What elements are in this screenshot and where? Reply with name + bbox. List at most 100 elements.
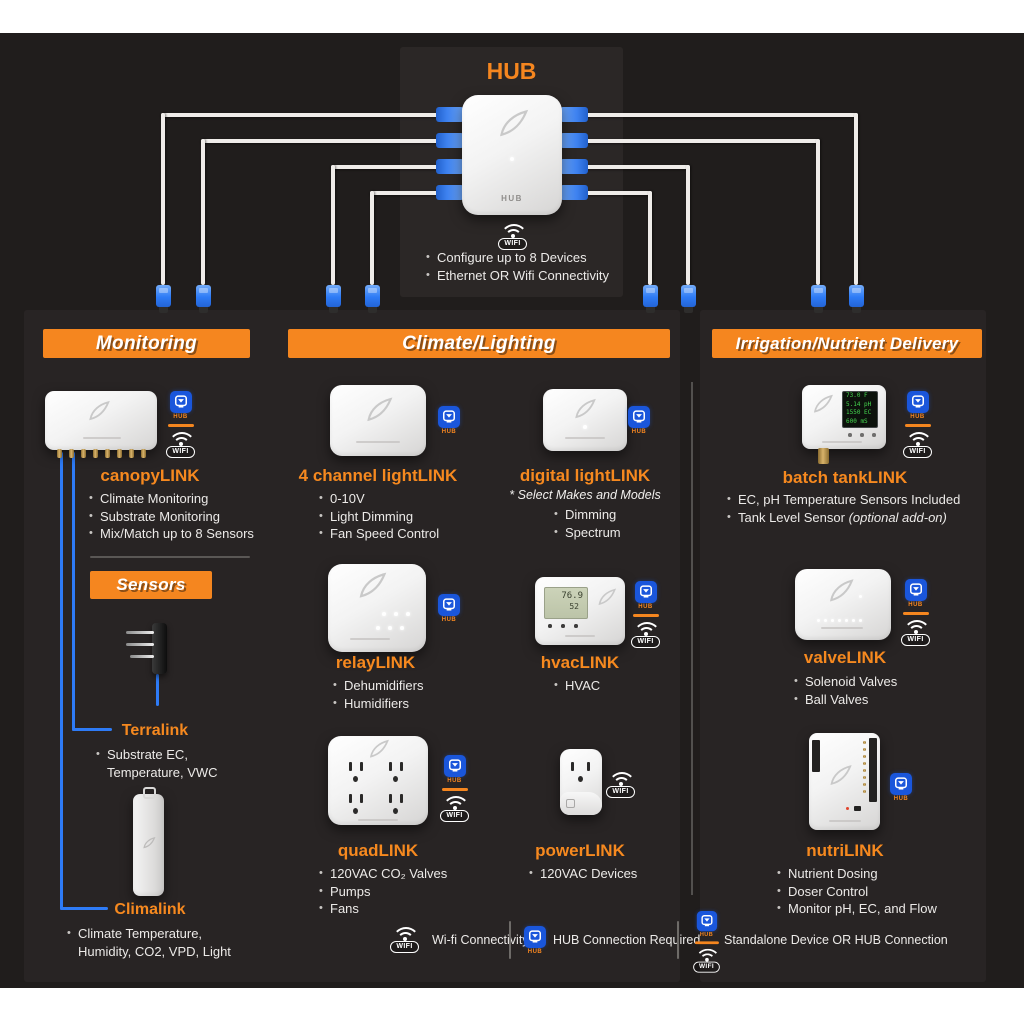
terralink-name: Terralink xyxy=(121,722,189,739)
leaf-logo xyxy=(598,588,617,606)
climalink-name: Climalink xyxy=(114,901,186,918)
bullet: Humidifiers xyxy=(332,695,423,713)
bullet: Climate Monitoring xyxy=(88,490,254,508)
ethernet-connector xyxy=(156,285,171,313)
screen-humidity: 52 xyxy=(569,602,579,611)
wifi-icon xyxy=(902,619,931,634)
lightlink4-bullets: 0-10V Light Dimming Fan Speed Control xyxy=(318,490,439,543)
legend-hub-icon: HUB xyxy=(524,926,546,955)
hvaclink-name: hvacLINK xyxy=(540,653,620,672)
hub-port xyxy=(436,133,464,148)
hub-badge: HUB xyxy=(438,594,460,623)
ethernet-connector xyxy=(681,285,696,313)
bullet: Monitor pH, EC, and Flow xyxy=(776,900,937,918)
batchtanklink-device: 73.0 F 5.14 pH 1550 EC 600 mS xyxy=(802,385,886,464)
hub-icon-label: HUB xyxy=(638,604,653,610)
hub-or-wifi-badge: HUB WIFI xyxy=(166,391,196,458)
bullet-text: Tank Level Sensor xyxy=(738,509,845,525)
digitallightlink-name: digital lightLINK xyxy=(519,466,651,485)
cable xyxy=(370,191,374,285)
cable xyxy=(816,139,820,285)
bullet: EC, pH Temperature Sensors Included xyxy=(726,491,960,509)
bullet: Dehumidifiers xyxy=(332,677,423,695)
bullet: Mix/Match up to 8 Sensors xyxy=(88,525,254,543)
hub-port xyxy=(560,159,588,174)
ethernet-connector xyxy=(643,285,658,313)
banner-irrigation: Irrigation/Nutrient Delivery xyxy=(712,329,982,358)
hub-icon xyxy=(634,581,657,603)
monitoring-divider xyxy=(90,556,250,558)
hub-port xyxy=(560,107,588,122)
cable xyxy=(584,165,690,169)
hub-bullet: Configure up to 8 Devices xyxy=(425,249,609,267)
banner-sensors-label: Sensors xyxy=(116,575,186,594)
canopylink-name: canopyLINK xyxy=(100,466,200,485)
canopylink-bullets: Climate Monitoring Substrate Monitoring … xyxy=(88,490,254,543)
hub-icon xyxy=(890,773,912,795)
tank-screen: 73.0 F 5.14 pH 1550 EC 600 mS xyxy=(842,391,878,428)
lightlink4-name: 4 channel lightLINK xyxy=(298,466,458,485)
badge-divider xyxy=(167,424,194,427)
hub-port xyxy=(560,185,588,200)
bullet: Fan Speed Control xyxy=(318,525,439,543)
hub-icon-label: HUB xyxy=(447,778,462,784)
wifi-icon xyxy=(607,771,636,786)
hub-device-label: HUB xyxy=(501,194,523,203)
hub-port xyxy=(560,133,588,148)
badge-divider xyxy=(441,788,468,791)
hub-port xyxy=(436,107,464,122)
digitallightlink-device xyxy=(543,389,627,451)
relaylink-name: relayLINK xyxy=(335,653,416,672)
bullet: Pumps xyxy=(318,883,447,901)
hub-icon xyxy=(696,911,717,932)
hub-or-wifi-badge: HUB WIFI xyxy=(631,581,661,648)
badge-divider xyxy=(904,424,931,427)
nutrilink-bullets: Nutrient Dosing Doser Control Monitor pH… xyxy=(776,865,937,918)
screen-line: 600 mS xyxy=(846,417,868,425)
hvaclink-bullets: HVAC xyxy=(553,677,600,695)
legend-divider xyxy=(677,921,679,959)
banner-sensors: Sensors xyxy=(90,571,212,599)
wifi-badge: WIFI xyxy=(498,223,528,250)
bullet: Spectrum xyxy=(553,524,621,542)
climalink-bullets: Climate Temperature, Humidity, CO2, VPD,… xyxy=(66,925,256,960)
leaf-logo xyxy=(89,400,110,421)
bullet: Substrate EC, Temperature, VWC xyxy=(95,746,230,781)
cable xyxy=(331,165,440,169)
sensor-cable xyxy=(72,728,112,731)
terralink-bullets: Substrate EC, Temperature, VWC xyxy=(95,746,230,781)
legend-standalone-label: Standalone Device OR HUB Connection xyxy=(724,933,948,947)
sensor-cable xyxy=(156,674,159,706)
powerlink-name: powerLINK xyxy=(535,841,625,860)
cable xyxy=(648,191,652,285)
sensor-cable xyxy=(60,907,108,910)
wifi-icon xyxy=(694,948,721,962)
hub-port xyxy=(436,185,464,200)
bullet: Climate Temperature, Humidity, CO2, VPD,… xyxy=(66,925,256,960)
quadlink-device xyxy=(328,736,428,825)
status-led xyxy=(510,157,514,161)
hub-or-wifi-badge: HUB WIFI xyxy=(440,755,470,822)
leaf-logo xyxy=(500,109,529,137)
hub-badge: HUB xyxy=(890,773,912,802)
hub-icon-label: HUB xyxy=(527,949,543,955)
hub-icon xyxy=(524,926,546,948)
legend-divider xyxy=(509,921,511,959)
tank-fitting xyxy=(818,448,829,464)
badge-divider xyxy=(694,941,719,945)
terralink-device xyxy=(126,623,171,678)
ethernet-connector xyxy=(196,285,211,313)
cable xyxy=(686,165,690,285)
bullet: 0-10V xyxy=(318,490,439,508)
legend-wifi-icon: WIFI xyxy=(390,926,420,953)
hub-or-wifi-badge: HUB WIFI xyxy=(901,579,931,646)
leaf-logo xyxy=(813,394,833,413)
banner-monitoring: Monitoring xyxy=(43,329,250,358)
bullet: Nutrient Dosing xyxy=(776,865,937,883)
hub-icon xyxy=(628,406,650,428)
hub-or-wifi-badge: HUB WIFI xyxy=(903,391,933,458)
wifi-icon xyxy=(391,926,420,941)
cable xyxy=(584,191,652,195)
nutrilink-device xyxy=(809,733,880,830)
